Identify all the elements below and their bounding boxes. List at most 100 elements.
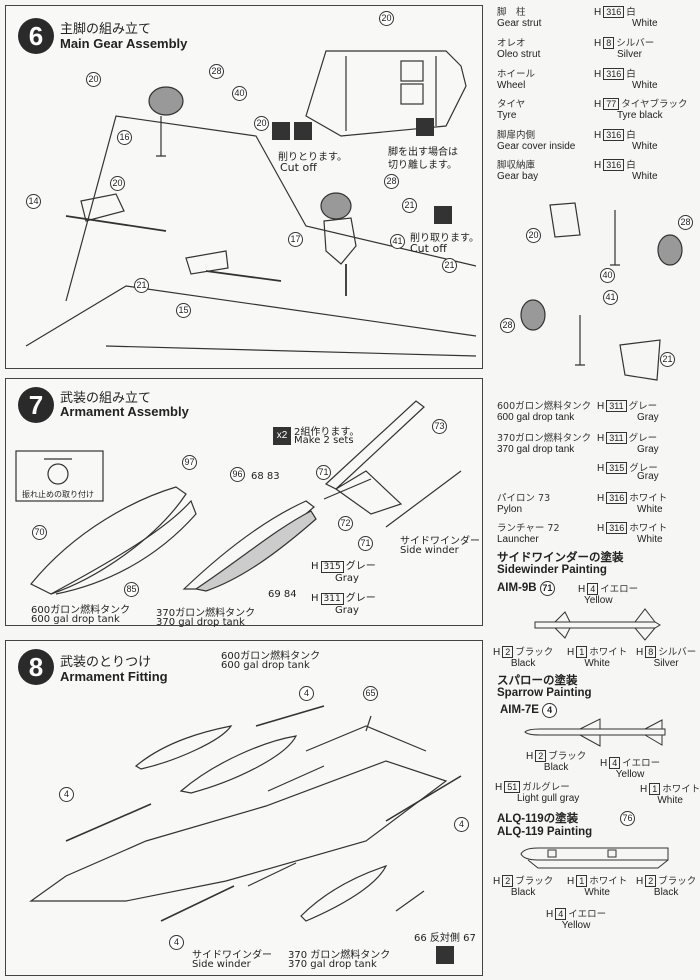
sidewinder-missile-drawing [534,608,661,641]
cut-off-note-en: Cut off [280,161,317,174]
part-number: 21 [402,198,417,213]
sidewinder-en: Side winder [400,545,459,556]
part-number: 70 [32,525,47,540]
sidewinder-jp: サイドワインダー [192,950,272,961]
part-number: 21 [442,258,457,273]
part-number: 20 [254,116,269,131]
step-title-en: Armament Fitting [60,669,168,684]
cut-icon [434,206,452,224]
sidewinder-jp: サイドワインダー [400,536,480,547]
knife-icon [294,122,312,140]
tank600-en: 600 gal drop tank [221,660,310,671]
main-gear-drawing [25,50,477,357]
make-sets-en: Make 2 sets [294,435,354,446]
sidewinder-painting-title-jp: サイドワインダーの塗装 [497,552,624,564]
make-sets-jp: 2組作ります。 [294,427,360,438]
tank370-jp: 370 ガロン燃料タンク [288,950,391,961]
part-number: 40 [232,86,247,101]
tank600-jp: 600ガロン燃料タンク [31,605,131,616]
armament-fitting-drawing [29,705,462,922]
sparrow-missile-drawing [524,718,666,747]
part-number: 73 [432,419,447,434]
part-number: 97 [182,455,197,470]
part-number: 41 [603,290,618,305]
part-number: 76 [620,811,635,826]
cut-off-note-jp: 削りとります。 [278,152,347,163]
part-number: 71 [358,536,373,551]
sparrow-painting-title-jp: スパローの塗装 [497,675,578,687]
step-title-jp: 武装の組み立て [60,391,152,406]
part-number: 41 [390,234,405,249]
part-number: 21 [660,352,675,367]
cut-icon [272,122,290,140]
step-6-panel: 6 主脚の組み立て Main Gear Assembly 削りとります。 Cut… [5,5,483,369]
opposite-side-label: 66 反対側 67 [414,933,476,944]
part-number: 40 [600,268,615,283]
make-two-sets-icon: x2 [273,427,291,445]
part-number: 20 [86,72,101,87]
tank370-en: 370 gal drop tank [288,959,377,970]
part-number: 28 [678,215,693,230]
extend-note-1: 脚を出す場合は [388,147,458,158]
part-number: 28 [500,318,515,333]
step-title-en: Armament Assembly [60,404,189,419]
alq-painting-title-en: ALQ-119 Painting [497,826,593,838]
tank600-jp: 600ガロン燃料タンク [221,651,321,662]
step-number: 7 [18,387,54,423]
alq-pod-drawing [520,847,669,869]
sway-brace-label: 振れ止めの取り付け [22,490,94,499]
extend-note-2: 切り離します。 [388,160,457,171]
cut-off-note-2-en: Cut off [410,242,447,255]
part-number: 28 [384,174,399,189]
part-number: 4 [169,935,184,950]
gear-parts-drawing [520,202,683,381]
armament-drawing [15,400,462,595]
part-number: 71 [316,465,331,480]
sidewinder-painting-title-en: Sidewinder Painting [497,564,607,576]
part-number: 14 [26,194,41,209]
part-number: 4 [59,787,74,802]
step-number: 6 [18,18,54,54]
part-number: 15 [176,303,191,318]
step-number: 8 [18,649,54,685]
cut-icon [416,118,434,136]
step-title-jp: 武装のとりつけ [60,655,152,670]
step-title-jp: 主脚の組み立て [60,22,152,37]
part-number: 20 [379,11,394,26]
step-7-panel: 7 武装の組み立て Armament Assembly x2 2組作ります。 M… [5,378,483,628]
part-number: 20 [526,228,541,243]
cut-off-note-2-jp: 削り取ります。 [410,233,479,244]
alq-painting-title-jp: ALQ-119の塗装 [497,813,579,825]
part-number: 72 [338,516,353,531]
part-number: 20 [110,176,125,191]
part-number: 65 [363,686,378,701]
part-number: 16 [117,130,132,145]
tank600-en: 600 gal drop tank [31,614,120,625]
part-number: 4 [299,686,314,701]
sidewinder-en: Side winder [192,959,251,970]
part-number: 96 [230,467,245,482]
part-number: 4 [454,817,469,832]
symmetric-parts-icon [436,946,454,964]
sidewinder-model: AIM-9B 71 [497,581,555,596]
